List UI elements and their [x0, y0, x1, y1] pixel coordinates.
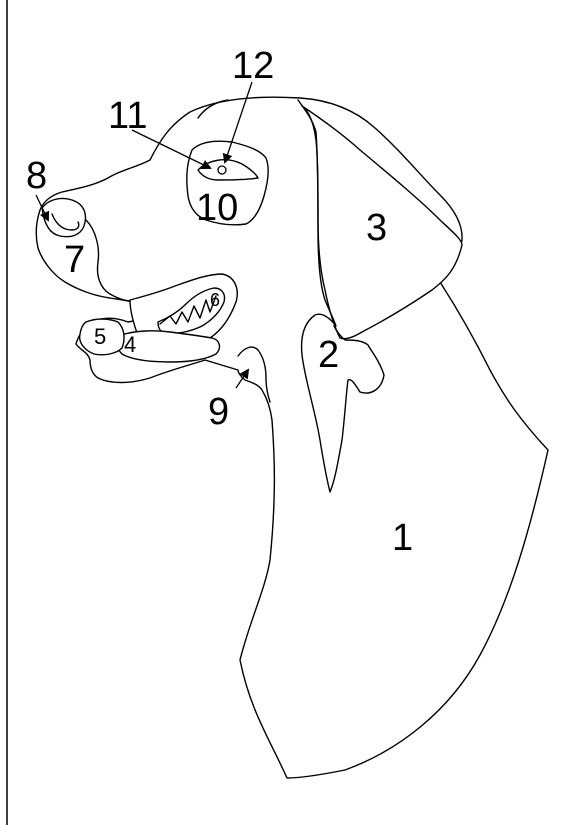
label-11: 11: [108, 95, 147, 137]
label-7: 7: [64, 239, 85, 281]
label-6: 6: [210, 290, 220, 310]
label-5: 5: [94, 324, 106, 349]
label-4: 4: [124, 332, 136, 357]
pupil: [218, 166, 226, 174]
dog-silhouette: [36, 97, 548, 778]
label-8: 8: [26, 155, 47, 197]
label-12: 12: [232, 45, 274, 87]
label-9: 9: [208, 391, 229, 433]
label-2: 2: [318, 334, 339, 376]
label-10: 10: [196, 187, 238, 229]
label-1: 1: [392, 517, 413, 559]
label-3: 3: [366, 207, 387, 249]
